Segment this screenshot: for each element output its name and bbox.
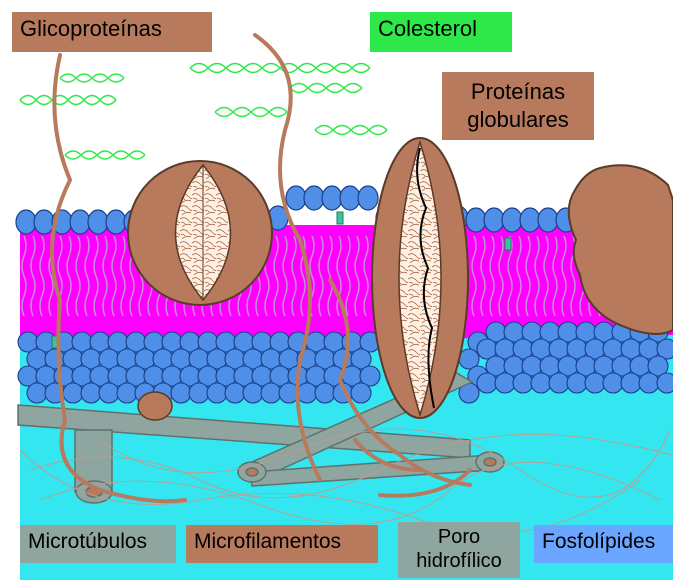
phospholipid-head <box>567 373 587 393</box>
label-microtubules: Microtúbulos <box>20 525 176 563</box>
label-hydrophilic-pore-line2: hidrofílico <box>406 549 512 573</box>
phospholipid-head <box>171 383 191 403</box>
phospholipid-head <box>117 383 137 403</box>
phospholipid-head <box>538 208 558 232</box>
label-globular-proteins-line1: Proteínas <box>450 78 586 106</box>
phospholipid-head <box>484 208 504 232</box>
phospholipid-head <box>34 210 54 234</box>
phospholipid-head <box>207 383 227 403</box>
phospholipid-head <box>243 383 263 403</box>
phospholipid-head <box>286 186 306 210</box>
label-cholesterol: Colesterol <box>370 12 512 52</box>
phospholipid-head <box>106 210 126 234</box>
phospholipid-head <box>549 373 569 393</box>
phospholipid-head <box>513 373 533 393</box>
phospholipid-head <box>88 210 108 234</box>
phospholipid-head <box>531 373 551 393</box>
phospholipid-head <box>639 373 659 393</box>
label-globular-proteins: Proteínas globulares <box>442 72 594 140</box>
phospholipid-head <box>322 186 342 210</box>
phospholipid-head <box>358 186 378 210</box>
phospholipid-head <box>621 373 641 393</box>
phospholipid-head <box>315 383 335 403</box>
phospholipid-head <box>304 186 324 210</box>
phospholipid-head <box>70 210 90 234</box>
label-hydrophilic-pore-line1: Poro <box>406 525 512 549</box>
phospholipid-head <box>657 373 673 393</box>
phospholipid-head <box>63 383 83 403</box>
phospholipid-head <box>81 383 101 403</box>
phospholipid-head <box>27 383 47 403</box>
peripheral-protein <box>138 392 172 420</box>
globular-protein-left <box>128 161 272 305</box>
phospholipid-head <box>297 383 317 403</box>
phospholipid-head <box>16 210 36 234</box>
phospholipid-head <box>99 383 119 403</box>
phospholipid-head <box>603 373 623 393</box>
label-globular-proteins-line2: globulares <box>450 106 586 134</box>
hydrophilic-pore-protein <box>372 138 468 418</box>
phospholipid-head <box>189 383 209 403</box>
label-glycoproteins: Glicoproteínas <box>12 12 212 52</box>
phospholipid-head <box>520 208 540 232</box>
glycan-chains <box>20 64 387 160</box>
phospholipid-head <box>225 383 245 403</box>
phospholipid-head <box>502 208 522 232</box>
phospholipid-head <box>477 373 497 393</box>
phospholipid-head <box>585 373 605 393</box>
phospholipid-head <box>340 186 360 210</box>
phospholipid-head <box>466 208 486 232</box>
phospholipid-head <box>261 383 281 403</box>
label-microfilaments: Microfilamentos <box>186 525 378 563</box>
label-hydrophilic-pore: Poro hidrofílico <box>398 522 520 578</box>
phospholipid-head <box>351 383 371 403</box>
phospholipid-head <box>495 373 515 393</box>
label-phospholipids: Fosfolípides <box>534 525 673 563</box>
